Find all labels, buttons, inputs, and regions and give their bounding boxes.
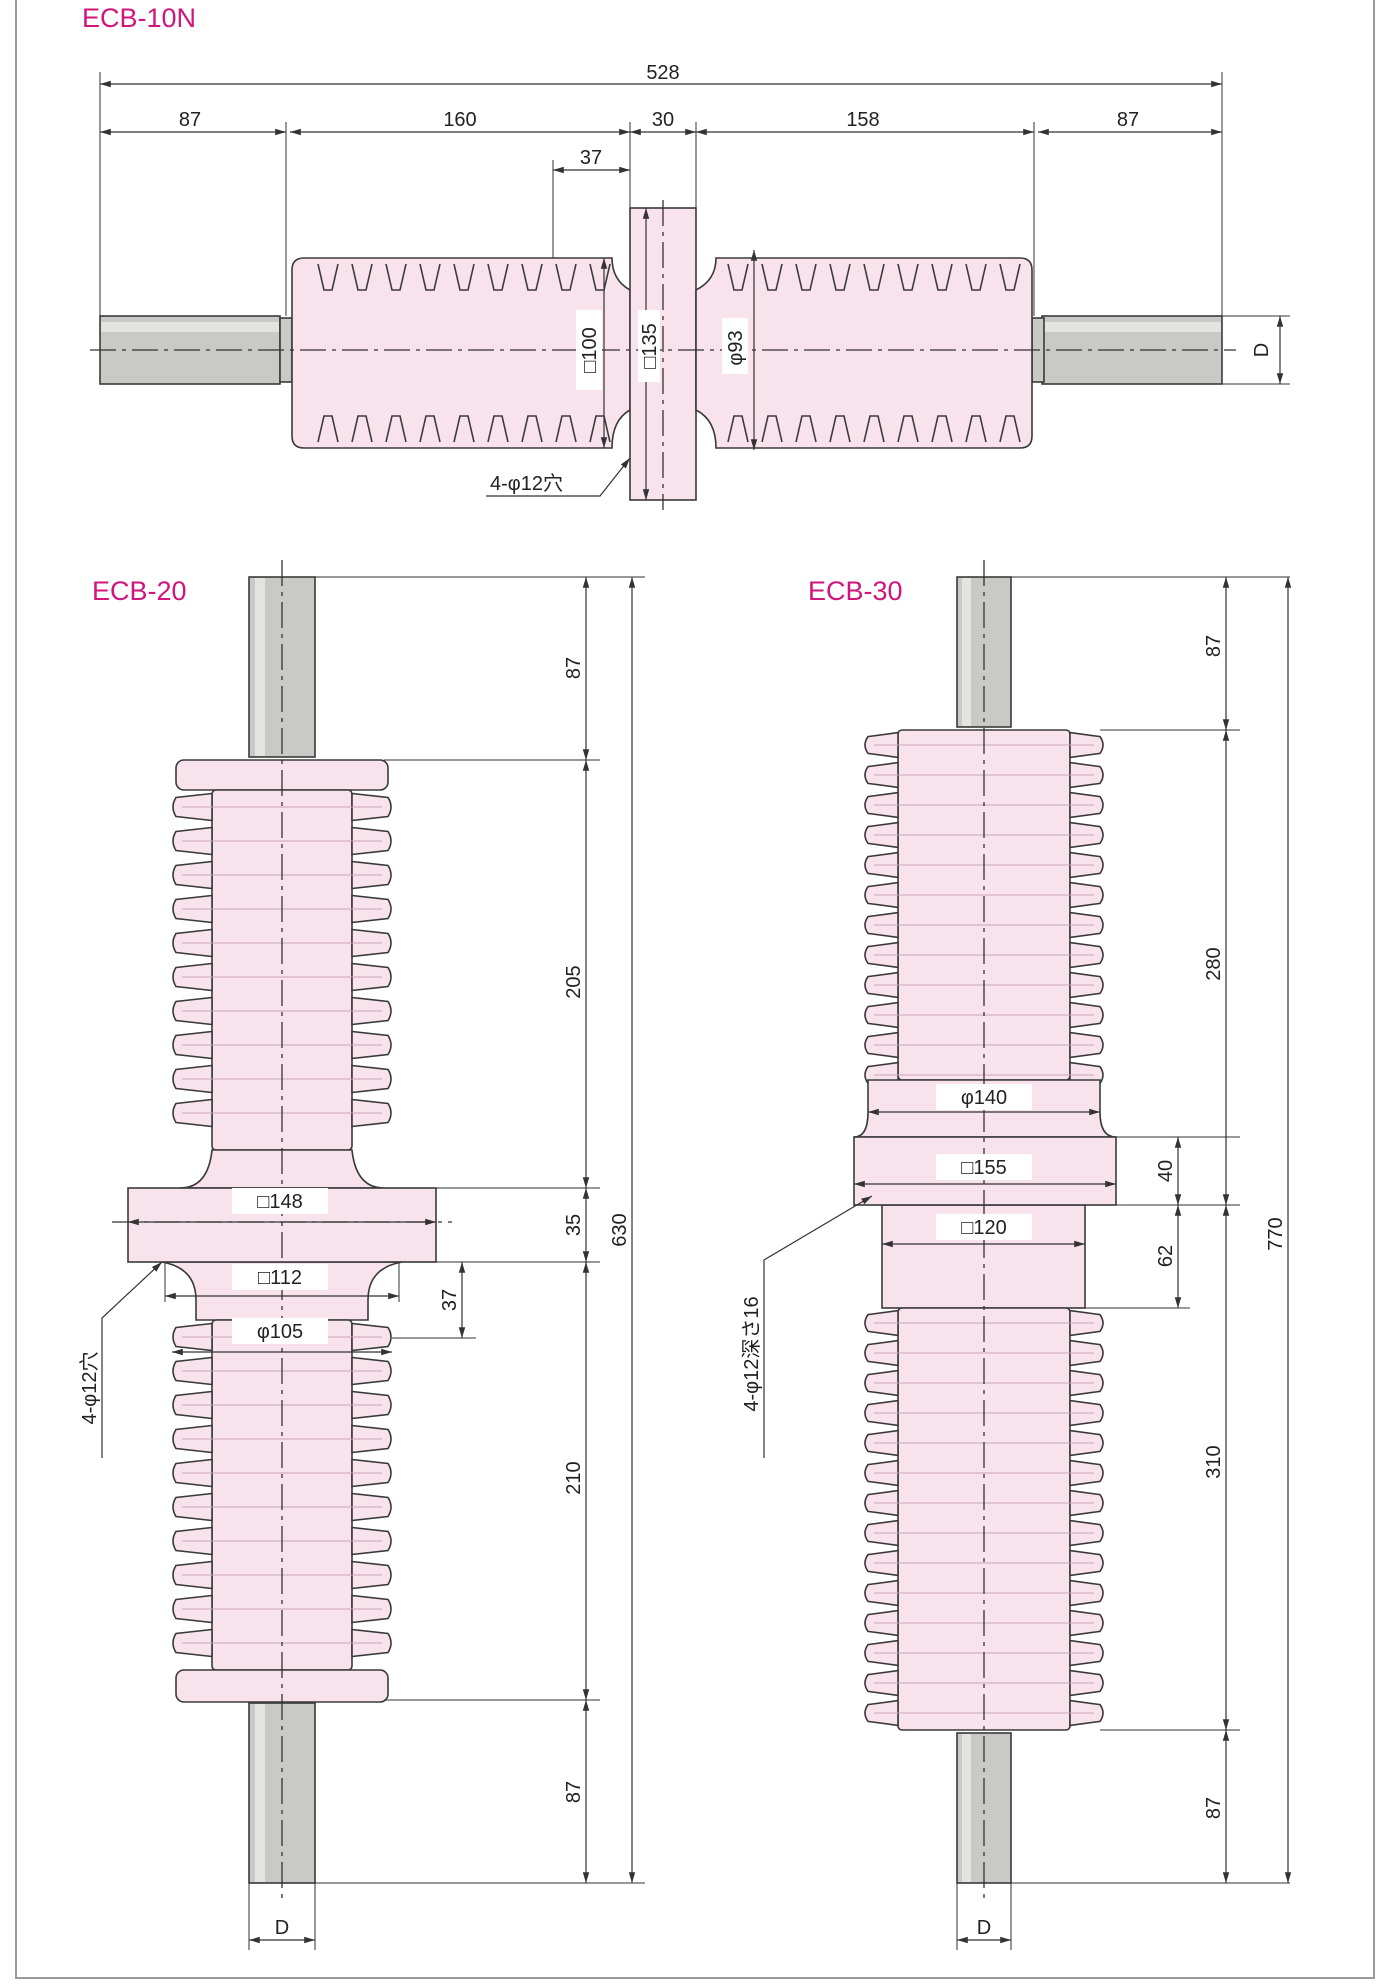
ecb10n-dim-sq135: □135 <box>639 323 661 368</box>
ecb10n-right-rib-bottom <box>863 415 885 443</box>
ecb10n-right-rib-top <box>863 263 885 291</box>
ecb30-dim-upper-body: 280 <box>1203 947 1225 980</box>
ecb10n-left-rib-top <box>385 263 407 291</box>
ecb30-dim-sq120: □120 <box>961 1217 1006 1239</box>
ecb10n-right-rib-top <box>931 263 953 291</box>
ecb30-dim-neck: 62 <box>1155 1245 1177 1267</box>
ecb10n-left-rib-bottom <box>351 415 373 443</box>
ecb30-drawing: ECB-30 87 280 40 62 310 87 770 φ140 <box>740 560 1292 1950</box>
ecb20-dim-bottom-rod: 87 <box>563 1781 585 1803</box>
ecb20-dim-upper-body: 205 <box>563 965 585 998</box>
ecb20-title: ECB-20 <box>92 576 187 606</box>
ecb10n-right-rib-top <box>727 263 749 291</box>
ecb10n-dim-shed-pitch: 37 <box>580 147 602 169</box>
ecb10n-dim-right-rod: 87 <box>1117 109 1139 131</box>
ecb10n-right-rib-top <box>999 263 1021 291</box>
ecb20-drawing: ECB-20 87 205 35 210 87 630 37 <box>78 560 645 1950</box>
ecb20-dim-flange: 35 <box>563 1214 585 1236</box>
ecb20-dim-overall: 630 <box>609 1213 631 1246</box>
ecb30-dim-phi140: φ140 <box>961 1087 1007 1109</box>
ecb30-holes-note: 4-φ12深さ16 <box>740 1296 763 1411</box>
ecb30-dim-d: D <box>977 1917 991 1939</box>
ecb20-dim-d: D <box>275 1917 289 1939</box>
ecb10n-left-rib-bottom <box>385 415 407 443</box>
ecb20-holes-note: 4-φ12穴 <box>78 1352 101 1425</box>
ecb10n-left-rib-top <box>419 263 441 291</box>
ecb20-dim-gap: 37 <box>439 1289 461 1311</box>
ecb10n-right-rib-bottom <box>727 415 749 443</box>
ecb30-dim-sq155: □155 <box>961 1157 1006 1179</box>
ecb10n-right-rib-top <box>829 263 851 291</box>
ecb10n-dim-sq100: □100 <box>579 327 601 372</box>
ecb10n-holes-note: 4-φ12穴 <box>490 472 563 495</box>
ecb20-dim-sq148: □148 <box>257 1191 302 1213</box>
ecb30-dim-lower-body: 310 <box>1203 1445 1225 1478</box>
ecb10n-right-rib-bottom <box>931 415 953 443</box>
ecb10n-left-rib-bottom <box>589 415 611 443</box>
ecb10n-ribs <box>317 263 1021 443</box>
ecb10n-left-rib-bottom <box>487 415 509 443</box>
ecb10n-dim-left-rod: 87 <box>179 109 201 131</box>
ecb10n-left-rib-top <box>487 263 509 291</box>
ecb30-dim-bottom-rod: 87 <box>1203 1797 1225 1819</box>
ecb10n-dim-d: D <box>1251 343 1273 357</box>
ecb10n-right-rib-bottom <box>965 415 987 443</box>
ecb10n-title: ECB-10N <box>82 3 196 33</box>
ecb10n-left-rib-bottom <box>521 415 543 443</box>
ecb10n-dim-overall: 528 <box>646 62 679 84</box>
ecb20-dim-lower-body: 210 <box>563 1461 585 1494</box>
ecb10n-right-rib-top <box>965 263 987 291</box>
ecb10n-right-rib-bottom <box>795 415 817 443</box>
ecb10n-right-rib-top <box>761 263 783 291</box>
sheet-frame <box>15 0 1375 1979</box>
ecb10n-right-rib-bottom <box>761 415 783 443</box>
ecb30-dim-flange: 40 <box>1155 1160 1177 1182</box>
ecb10n-right-rib-top <box>795 263 817 291</box>
ecb10n-right-rib-bottom <box>897 415 919 443</box>
ecb10n-left-rib-bottom <box>317 415 339 443</box>
ecb20-dim-top-rod: 87 <box>563 657 585 679</box>
ecb10n-dim-phi93: φ93 <box>725 330 747 365</box>
ecb10n-right-rib-bottom <box>829 415 851 443</box>
ecb10n-left-rib-top <box>453 263 475 291</box>
ecb10n-dim-left-body: 160 <box>443 109 476 131</box>
ecb30-dim-overall: 770 <box>1265 1217 1287 1250</box>
ecb10n-left-rib-bottom <box>453 415 475 443</box>
ecb30-dim-top-rod: 87 <box>1203 635 1225 657</box>
ecb10n-left-body <box>291 257 631 449</box>
ecb10n-left-rib-bottom <box>555 415 577 443</box>
ecb10n-dim-right-body: 158 <box>846 109 879 131</box>
ecb10n-right-rib-bottom <box>999 415 1021 443</box>
ecb10n-left-rib-top <box>589 263 611 291</box>
ecb20-dim-phi105: φ105 <box>257 1321 303 1343</box>
ecb10n-left-rib-bottom <box>419 415 441 443</box>
ecb10n-drawing: ECB-10N 528 <box>82 3 1290 510</box>
ecb10n-left-rib-top <box>521 263 543 291</box>
ecb10n-left-rib-top <box>317 263 339 291</box>
ecb30-title: ECB-30 <box>808 576 903 606</box>
ecb10n-left-rib-top <box>351 263 373 291</box>
ecb20-dim-sq112: □112 <box>258 1267 302 1289</box>
ecb10n-left-rib-top <box>555 263 577 291</box>
ecb10n-right-body <box>695 257 1033 449</box>
ecb10n-right-rib-top <box>897 263 919 291</box>
ecb10n-dim-flange: 30 <box>652 109 674 131</box>
